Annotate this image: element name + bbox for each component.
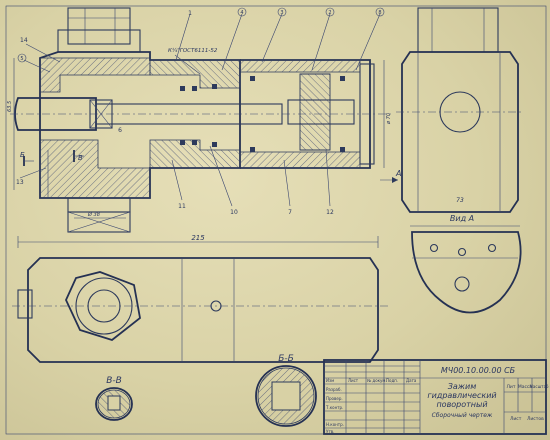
leader-lines (19, 13, 381, 207)
section-vv (95, 387, 133, 421)
balloon-2: 2 (325, 7, 335, 17)
svg-text:7: 7 (288, 209, 292, 216)
title-block (323, 359, 547, 435)
balloon-13: 13 (16, 179, 24, 186)
balloon-3: 3 (277, 7, 287, 17)
right-side-view (396, 7, 524, 213)
balloon-7: 7 (288, 209, 292, 216)
part-name-line2: гидравлический (427, 391, 496, 400)
balloon-14: 14 (20, 37, 28, 44)
sheets-label: Листов (527, 416, 544, 422)
balloon-12: 12 (326, 209, 334, 216)
svg-text:10: 10 (230, 209, 238, 216)
mark-b: Б (20, 151, 25, 159)
balloon-11: 11 (178, 203, 186, 210)
arrow-a-label: А (395, 169, 401, 178)
dimension-lines (13, 54, 520, 248)
role-developer: Разраб. (326, 387, 342, 392)
view-a-label: Вид А (450, 214, 474, 223)
col-header-date: Дата (406, 378, 417, 383)
dim-overall-length: 215 (191, 234, 205, 242)
section-bb (255, 365, 317, 427)
balloon-5: 5 (17, 53, 27, 63)
svg-text:5: 5 (20, 56, 23, 62)
role-approver: Утв. (326, 429, 334, 434)
dim-base: Ø 38 (87, 211, 100, 218)
sheet-label: Лист (510, 416, 522, 422)
main-section-view (10, 7, 392, 233)
section-vv-label: В-В (106, 376, 122, 386)
col-header-docnum: № докум. (367, 378, 387, 383)
svg-text:6: 6 (118, 127, 122, 134)
part-name-line3: поворотный (436, 400, 487, 409)
svg-text:12: 12 (326, 209, 334, 216)
balloon-10: 10 (230, 209, 238, 216)
bottom-plan-view (12, 257, 390, 363)
balloon-8: 8 (375, 7, 385, 17)
role-norm-control: Н.контр. (326, 422, 344, 427)
col-header-sheet: Лист (348, 378, 359, 383)
dim-bore: ø 70 (386, 113, 392, 125)
mass-header: Масса (518, 384, 533, 390)
balloon-1: 1 (188, 10, 192, 17)
section-bb-label: Б-Б (278, 354, 294, 364)
balloon-4: 4 (237, 7, 247, 17)
svg-text:1: 1 (188, 10, 192, 17)
role-checker: Провер. (326, 396, 343, 401)
thread-note: К¼"ГОСТ6111-52 (168, 48, 218, 54)
svg-text:13: 13 (16, 179, 24, 186)
view-a (411, 231, 522, 314)
scale-header: Масштаб (529, 384, 549, 389)
svg-text:2: 2 (328, 10, 331, 16)
svg-text:4: 4 (240, 10, 243, 16)
svg-text:3: 3 (280, 10, 283, 16)
mark-v: В (78, 154, 83, 162)
col-header-change: Изм (326, 378, 334, 383)
svg-text:8: 8 (378, 10, 381, 16)
col-header-sign: Подп. (386, 378, 398, 383)
dim-right-width: 73 (456, 197, 464, 204)
section-marks (23, 150, 398, 183)
part-name-line1: Зажим (448, 382, 476, 391)
balloon-6: 6 (118, 127, 122, 134)
drawing-designation: МЧ00.10.00.00 СБ (441, 366, 516, 375)
stage-header: Лит (507, 384, 516, 390)
svg-text:11: 11 (178, 203, 186, 210)
sheet-border (5, 5, 547, 435)
role-tech-control: Т.контр. (325, 405, 343, 410)
dim-height-left: 63.5 (7, 101, 13, 112)
document-type: Сборочный чертеж (432, 412, 493, 419)
svg-text:14: 14 (20, 37, 28, 44)
